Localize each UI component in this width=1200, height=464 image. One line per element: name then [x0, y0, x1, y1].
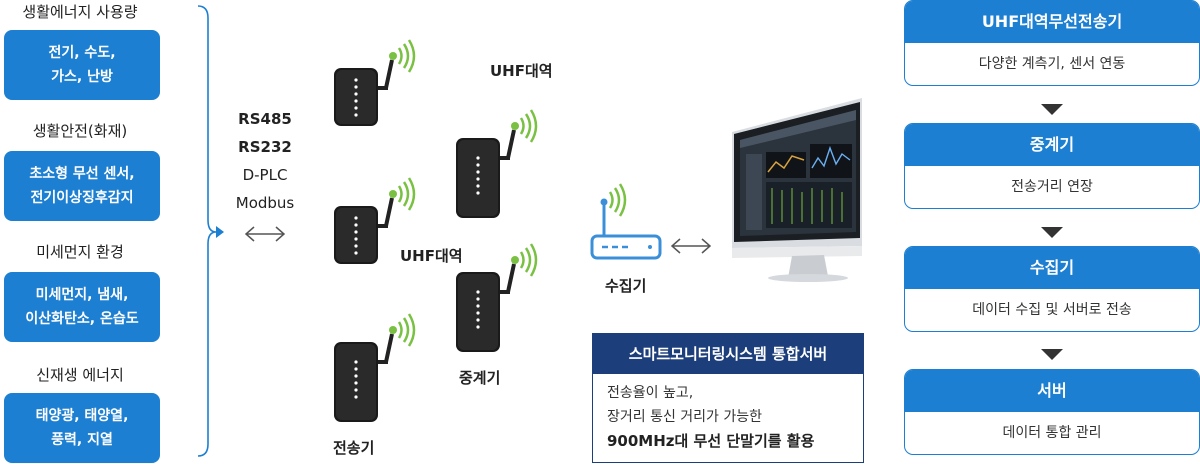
category-line: 풍력, 지열: [51, 432, 113, 448]
down-arrow-icon: [1041, 104, 1063, 115]
server-box-line-emphasis: 900MHz대 무선 단말기를 활용: [607, 432, 815, 450]
flow-step-title: 수집기: [905, 247, 1199, 289]
transmitter-device-icon: [334, 39, 416, 126]
server-box-title: 스마트모니터링시스템 통합서버: [593, 334, 863, 374]
category-box: 태양광, 태양열, 풍력, 지열: [4, 393, 160, 463]
flow-step-desc: 데이터 통합 관리: [1002, 425, 1102, 441]
repeater-label: 중계기: [459, 369, 501, 387]
server-info-box: 스마트모니터링시스템 통합서버 전송율이 높고, 장거리 통신 거리가 가능한 …: [592, 333, 864, 463]
transmitter-device-icon: [334, 313, 416, 422]
flow-step-title: 서버: [905, 370, 1199, 412]
flow-step-server: 서버 데이터 통합 관리: [904, 369, 1200, 455]
flow-step-desc: 전송거리 연장: [1011, 179, 1093, 195]
category-title: 신재생 에너지: [36, 366, 124, 384]
category-box: 미세먼지, 냄새, 이산화탄소, 온습도: [4, 272, 160, 342]
category-line: 전기, 수도,: [48, 45, 116, 61]
category-title: 미세먼지 환경: [36, 243, 124, 261]
uhf-band-label: UHF대역: [400, 247, 463, 265]
flow-step-title: UHF대역무선전송기: [905, 1, 1199, 43]
category-title: 생활안전(화재): [32, 122, 128, 140]
transmitter-device-icon: [334, 177, 416, 264]
flow-step-title: 중계기: [905, 124, 1199, 166]
protocol-label: Modbus: [235, 194, 295, 212]
category-line: 태양광, 태양열,: [35, 408, 129, 424]
category-line: 전기이상징후감지: [30, 190, 134, 206]
repeater-device-icon: [456, 243, 538, 352]
transmitter-label: 전송기: [333, 439, 375, 457]
bidirectional-arrow-icon: [244, 226, 286, 242]
bidirectional-arrow-icon: [670, 238, 712, 254]
brace-icon: [197, 5, 224, 457]
repeater-device-icon: [456, 109, 538, 218]
server-box-line: 전송율이 높고,: [607, 385, 694, 401]
category-line: 미세먼지, 냄새,: [35, 287, 129, 303]
category-line: 이산화탄소, 온습도: [25, 311, 139, 327]
protocol-label: D-PLC: [242, 166, 288, 184]
uhf-band-label: UHF대역: [490, 62, 553, 80]
category-line: 초소형 무선 센서,: [29, 166, 135, 182]
down-arrow-icon: [1041, 349, 1063, 360]
category-line: 가스, 난방: [51, 69, 113, 85]
protocol-label: RS232: [238, 138, 292, 156]
flow-step-desc: 다양한 계측기, 센서 연동: [978, 56, 1126, 72]
flow-step-desc: 데이터 수집 및 서버로 전송: [972, 302, 1132, 318]
flow-step-collector: 수집기 데이터 수집 및 서버로 전송: [904, 246, 1200, 332]
router-icon: [590, 183, 662, 260]
flow-step-repeater: 중계기 전송거리 연장: [904, 123, 1200, 209]
category-box: 전기, 수도, 가스, 난방: [4, 30, 160, 100]
monitor-icon: [732, 98, 862, 282]
category-box: 초소형 무선 센서, 전기이상징후감지: [4, 151, 160, 221]
server-box-line: 장거리 통신 거리가 가능한: [607, 409, 763, 425]
collector-label: 수집기: [605, 277, 647, 295]
down-arrow-icon: [1041, 227, 1063, 238]
protocol-label: RS485: [238, 110, 292, 128]
category-title: 생활에너지 사용량: [22, 3, 138, 21]
flow-step-uhf-transmitter: UHF대역무선전송기 다양한 계측기, 센서 연동: [904, 0, 1200, 86]
